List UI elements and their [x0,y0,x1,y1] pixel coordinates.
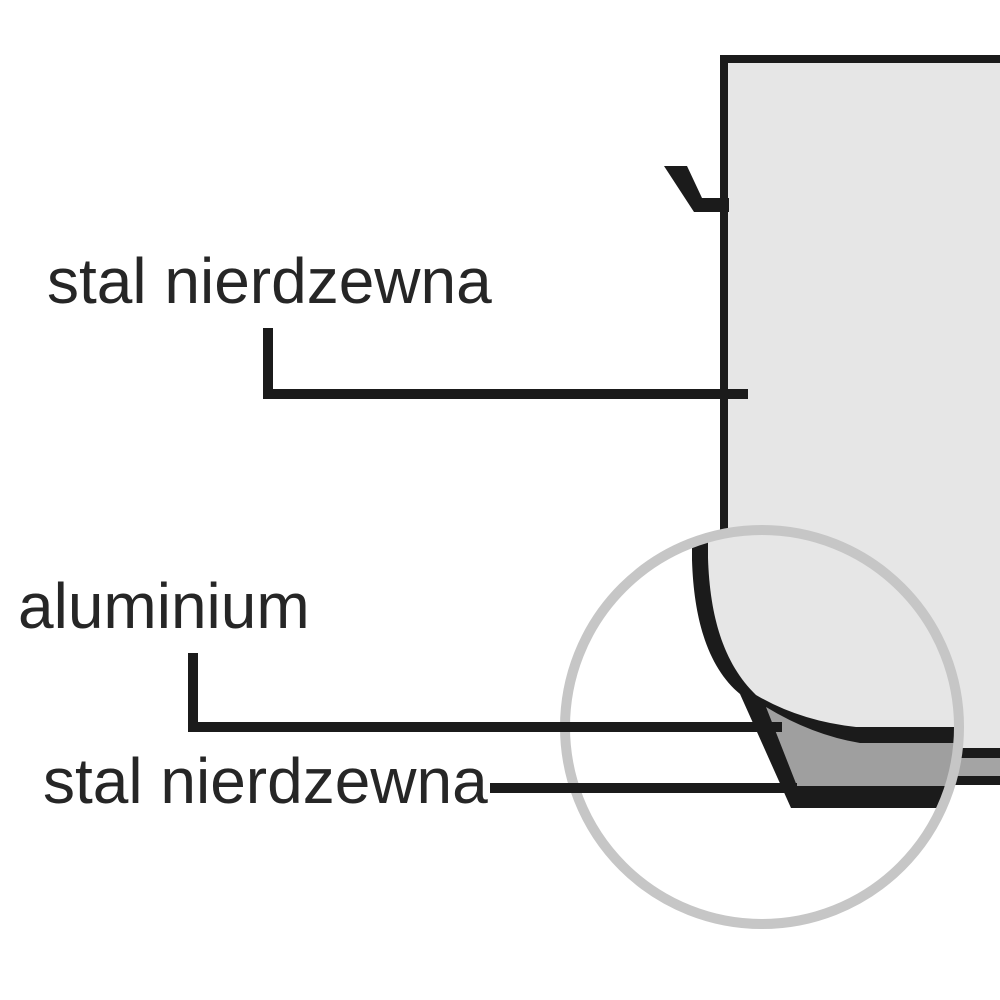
label-aluminium: aluminium [18,570,310,642]
magnified-aluminium-core [766,707,963,786]
pot-handle [664,166,729,212]
leader-aluminium [188,653,782,732]
leader-steel-top [263,328,748,399]
label-steel-bottom: stal nierdzewna [43,745,488,817]
label-steel-top: stal nierdzewna [47,245,492,317]
pot-rim-edge [720,55,1000,63]
pot-wall [720,55,728,555]
